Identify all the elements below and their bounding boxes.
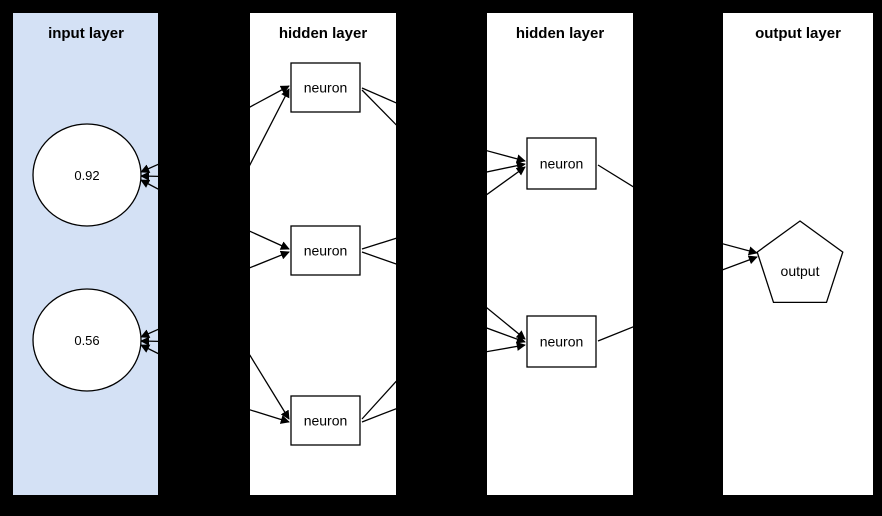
edge-h2n2-in-b <box>487 327 526 344</box>
hidden1-neuron-3[interactable]: neuron <box>290 395 361 446</box>
input-layer-edges <box>140 163 158 355</box>
edge-h2n1-in-c <box>487 166 526 196</box>
edge-out-in-b <box>723 255 758 271</box>
edge-in-1c <box>140 179 158 190</box>
hidden-layer-2-panel <box>487 13 633 495</box>
edge-h1n1-in-b <box>250 88 290 167</box>
input-node-2-shape[interactable] <box>32 288 142 392</box>
input-node-1-shape[interactable] <box>32 123 142 227</box>
layer-panel-hidden-1: hidden layer neuron <box>250 13 396 495</box>
hidden1-neuron-2-label: neuron <box>304 243 348 259</box>
edge-in-1a <box>140 163 158 173</box>
edge-h1n2-in-a <box>250 230 290 250</box>
hidden1-neuron-1[interactable]: neuron <box>290 62 361 113</box>
hidden1-neuron-3-label: neuron <box>304 413 348 429</box>
edge-h2n2-out <box>597 326 633 342</box>
edge-h2n2-in-a <box>487 307 526 340</box>
layer-panel-input: input layer 0.92 0.56 <box>13 13 158 495</box>
edge-h1n1-out-b <box>361 89 396 126</box>
output-layer-title: output layer <box>755 25 841 42</box>
edge-h2n1-in-b <box>487 161 526 173</box>
edge-in-1b <box>140 171 158 181</box>
edge-out-in-a <box>723 243 758 256</box>
hidden1-neuron-2-shape[interactable] <box>290 225 361 276</box>
input-node-1-label: 0.92 <box>74 168 99 183</box>
hidden2-neuron-1-label: neuron <box>540 156 584 172</box>
edge-h1n3-in-b <box>250 409 290 424</box>
edge-h1n3-in-a <box>250 354 290 420</box>
edge-h1n2-out-b <box>361 251 396 265</box>
output-layer-edges <box>723 243 758 271</box>
edge-h1n3-out-b <box>361 408 396 423</box>
edge-in-2a <box>140 328 158 338</box>
edge-in-2b <box>140 336 158 346</box>
edge-h1n2-in-b <box>250 250 290 269</box>
edge-in-2c <box>140 344 158 355</box>
hidden2-neuron-2-shape[interactable] <box>526 315 597 368</box>
input-node-1[interactable]: 0.92 <box>32 123 142 227</box>
edge-h1n1-in-a <box>250 85 290 108</box>
hidden2-neuron-2-label: neuron <box>540 334 584 350</box>
input-layer-title: input layer <box>48 25 124 42</box>
output-node-shape[interactable] <box>756 220 844 304</box>
hidden-layer-1-edges <box>250 85 396 424</box>
hidden1-neuron-2[interactable]: neuron <box>290 225 361 276</box>
input-node-2-label: 0.56 <box>74 333 99 348</box>
edge-h2n1-in-a <box>487 150 526 164</box>
input-node-2[interactable]: 0.56 <box>32 288 142 392</box>
hidden1-neuron-1-label: neuron <box>304 80 348 96</box>
input-layer-panel <box>13 13 158 495</box>
edge-h1n3-out-a <box>361 380 396 420</box>
output-node[interactable]: output <box>756 220 844 304</box>
hidden2-neuron-1[interactable]: neuron <box>526 137 597 190</box>
edge-h2n1-out <box>597 164 633 188</box>
edge-h2n2-in-c <box>487 341 526 353</box>
hidden-layer-2-title: hidden layer <box>516 25 605 42</box>
hidden1-neuron-3-shape[interactable] <box>290 395 361 446</box>
output-node-label: output <box>781 263 820 279</box>
edge-h1n1-out-a <box>361 87 396 104</box>
hidden1-neuron-1-shape[interactable] <box>290 62 361 113</box>
hidden-layer-2-edges <box>487 150 633 353</box>
hidden2-neuron-2[interactable]: neuron <box>526 315 597 368</box>
layer-panel-output: output layer output <box>723 13 873 495</box>
edge-h1n2-out-a <box>361 237 396 250</box>
hidden2-neuron-1-shape[interactable] <box>526 137 597 190</box>
layer-panel-hidden-2: hidden layer neuron neuron <box>487 13 633 495</box>
hidden-layer-1-title: hidden layer <box>279 25 368 42</box>
